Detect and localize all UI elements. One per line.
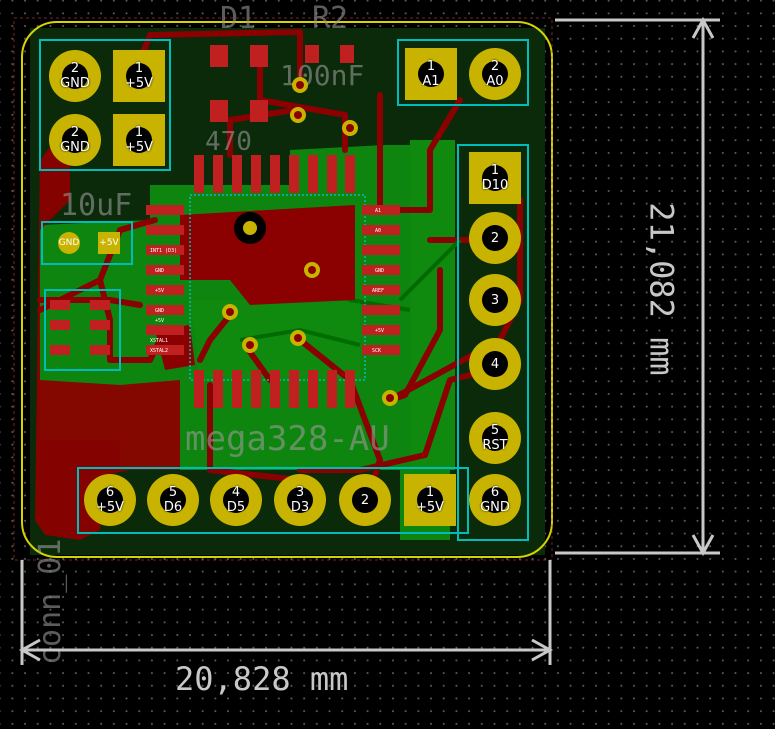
pad-right-2[interactable]: 2	[469, 212, 521, 264]
silk-ref-470: 470	[205, 127, 252, 157]
pad-number: 4	[490, 356, 500, 372]
pad-right-3[interactable]: 3	[469, 274, 521, 326]
pad-label: GND	[60, 140, 90, 155]
ic-pad-label: AREF	[372, 288, 384, 294]
silk-ref-10uf: 10uF	[60, 188, 132, 223]
pad-label: D10	[481, 178, 509, 193]
pad-number: 2	[490, 59, 500, 74]
board-outline	[21, 21, 553, 558]
pad-number: 1	[490, 163, 500, 178]
pad-number: 2	[490, 230, 500, 246]
pad-label: +5V	[415, 500, 445, 515]
pad-top-left-5v[interactable]: 1+5V	[113, 50, 165, 102]
ic-pad-label: XSTAL2	[150, 348, 168, 354]
pad-number: 1	[134, 125, 144, 140]
pad-bottom-5v[interactable]: 6+5V	[84, 474, 136, 526]
ic-pad-label: GND	[155, 308, 164, 314]
ic-pad-label: XSTAL1	[150, 338, 168, 344]
pad-label: GND	[58, 238, 80, 248]
pad-number: 6	[105, 485, 115, 500]
pad-number: 6	[490, 485, 500, 500]
ic-pad-label: A0	[375, 228, 381, 234]
pad-right-4[interactable]: 4	[469, 338, 521, 390]
ic-pad-label: +5V	[155, 318, 164, 324]
pad-number: 2	[360, 492, 370, 508]
ic-pads-left: INT1 (D3) GND +5V GND +5V XSTAL1 XSTAL2	[146, 205, 184, 355]
chip-label: mega328-AU	[185, 419, 390, 459]
ic-pad-label: A1	[375, 208, 381, 214]
pad-label: +5V	[99, 238, 119, 248]
pad-label: +5V	[95, 500, 125, 515]
dimension-horizontal: 20,828 mm	[175, 660, 349, 698]
ic-pad-label: GND	[375, 268, 384, 274]
ic-pads-right: A1 A0 GND AREF +5V SCK	[362, 205, 400, 355]
dimension-vertical: 21,082 mm	[642, 202, 681, 376]
pad-number: 2	[70, 125, 80, 140]
pad-label: GND	[480, 500, 510, 515]
small-connector-outline	[41, 221, 133, 265]
pad-number: 4	[231, 485, 241, 500]
pad-number: 3	[295, 485, 305, 500]
vias	[222, 77, 398, 406]
pad-label: A1	[422, 74, 440, 89]
pad-top-left-5v-2[interactable]: 1+5V	[113, 114, 165, 166]
pad-label: A0	[486, 74, 504, 89]
silk-ref-conn: conn_01	[33, 539, 68, 665]
pad-number: 1	[134, 61, 144, 76]
pad-label: D6	[163, 500, 183, 515]
small-pad-gnd[interactable]: GND	[58, 232, 80, 254]
pad-bottom-5v-1[interactable]: 1+5V	[404, 474, 456, 526]
ic-pads-top	[194, 155, 355, 193]
silk-ref-d1: D1	[220, 1, 256, 36]
copper-pours	[35, 140, 355, 540]
connector-outlines	[39, 39, 529, 541]
ic-pad-label: GND	[155, 268, 164, 274]
pad-label: GND	[60, 76, 90, 91]
ic-pad-label: INT1 (D3)	[150, 248, 177, 254]
pad-bottom-2[interactable]: 2	[339, 474, 391, 526]
small-pad-5v[interactable]: +5V	[98, 232, 120, 254]
pad-number: 5	[168, 485, 178, 500]
ic-pad-label: SCK	[372, 348, 381, 354]
ic-pad-label: +5V	[155, 288, 164, 294]
pad-number: 3	[490, 292, 500, 308]
pad-label: RST	[482, 438, 508, 453]
ic-pad-label: +5V	[375, 328, 384, 334]
pad-label: D5	[226, 500, 246, 515]
smd-components	[50, 45, 354, 355]
pad-label: +5V	[124, 140, 154, 155]
pad-number: 1	[426, 59, 436, 74]
pad-number: 5	[490, 423, 500, 438]
pad-label: +5V	[124, 76, 154, 91]
pad-number: 1	[425, 485, 435, 500]
silk-ref-r2: R2	[312, 1, 348, 36]
crystal-outline	[44, 289, 121, 371]
pad-label: D3	[290, 500, 310, 515]
pad-number: 2	[70, 61, 80, 76]
ic-pads-bottom	[194, 370, 355, 408]
